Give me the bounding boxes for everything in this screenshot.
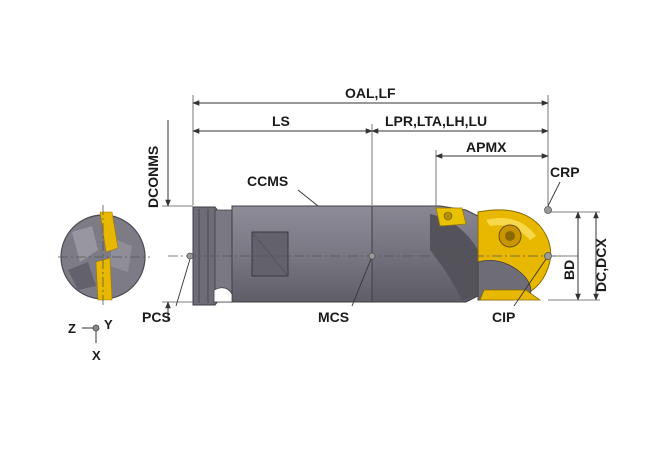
oal-label: OAL,LF <box>345 85 396 101</box>
pcs-point <box>186 252 194 260</box>
reference-points: CRP CCMS PCS MCS CIP <box>142 164 580 325</box>
apmx-label: APMX <box>466 139 507 155</box>
crp-label: CRP <box>550 164 580 180</box>
axis-indicator: Z Y X <box>68 317 113 363</box>
dimensions: OAL,LF LS LPR,LTA,LH,LU APMX DCONMS BD D… <box>145 85 609 320</box>
dconms-label: DCONMS <box>145 146 161 208</box>
lower-insert-edge <box>479 289 542 301</box>
end-view-insert <box>95 257 113 301</box>
mcs-point <box>368 252 376 260</box>
pcs-label: PCS <box>142 309 171 325</box>
end-view-insert <box>99 211 119 253</box>
cip-point <box>544 252 552 260</box>
end-view <box>58 205 150 308</box>
cip-label: CIP <box>492 309 515 325</box>
tool-side-view <box>168 205 565 306</box>
axis-x-label: X <box>92 348 101 363</box>
end-view-facet <box>72 226 98 262</box>
ccms-label: CCMS <box>247 173 288 189</box>
chip-pocket <box>430 214 478 300</box>
crp-point <box>544 206 552 214</box>
axis-y-label: Y <box>104 317 113 332</box>
bd-label: BD <box>561 260 577 280</box>
lpr-label: LPR,LTA,LH,LU <box>385 113 487 129</box>
mcs-label: MCS <box>318 309 349 325</box>
dc-label: DC,DCX <box>593 238 609 292</box>
end-view-facet <box>68 262 96 290</box>
axis-z-label: Z <box>68 321 76 336</box>
ls-label: LS <box>272 113 290 129</box>
